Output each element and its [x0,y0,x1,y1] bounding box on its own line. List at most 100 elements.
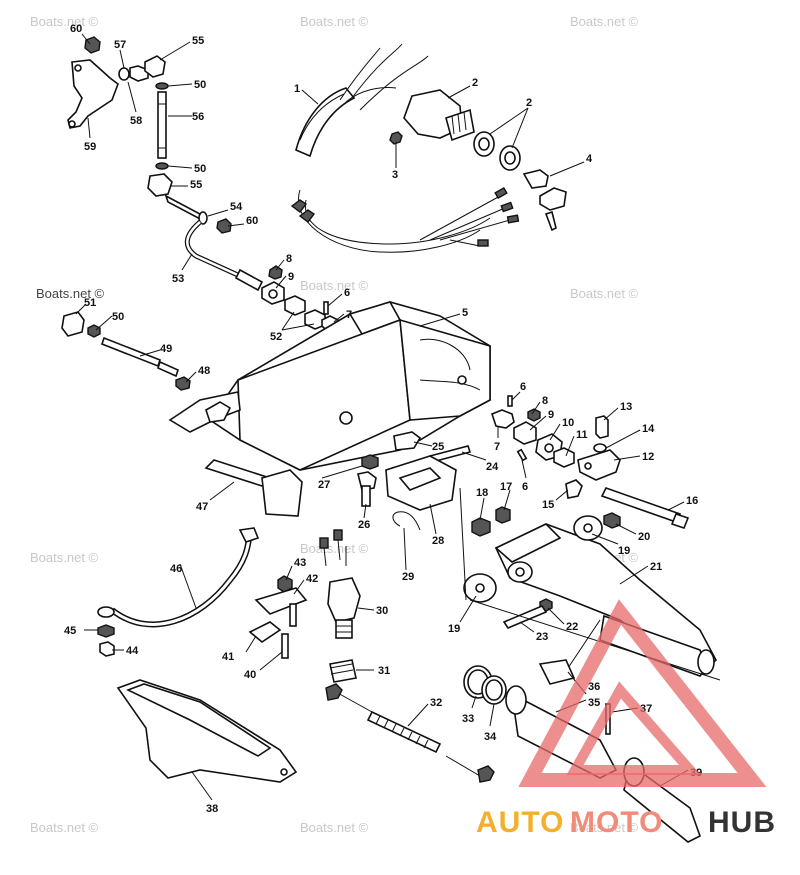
part-label-34: 34 [484,731,497,743]
cover-47 [204,459,272,487]
part-label-5: 5 [462,307,468,319]
bracket-59 [67,59,119,129]
watermark: Boats.net © [30,14,99,29]
harness-wires-top [339,43,429,111]
base-38-group [116,679,298,783]
left-lower-group [97,527,308,659]
part-label-31: 31 [378,665,390,677]
part-label-17: 17 [500,481,512,493]
automotohub-logo: AUTO MOTO HUB [476,599,776,839]
ignition-harness-group [290,43,567,253]
terminal [494,186,508,200]
part-label-60: 60 [246,215,258,227]
part-label-4: 4 [586,153,593,165]
switch-30 [327,577,361,623]
part-label-14: 14 [642,423,655,435]
part-label-35: 35 [588,697,600,709]
clip-25 [393,431,422,451]
terminal [506,214,520,224]
nut-48 [175,376,191,391]
terminal [319,537,329,549]
part-label-47: 47 [196,501,208,513]
right-linkage-group [491,395,690,529]
part-label-6: 6 [522,481,528,493]
part-label-32: 32 [430,697,442,709]
cable-32-ends [335,691,481,777]
logo-text-moto: MOTO [570,806,663,839]
rod-53 [184,220,242,279]
clip-36 [538,659,576,685]
watermark: Boats.net © [570,286,639,301]
part-label-12: 12 [642,451,654,463]
part-label-46: 46 [170,563,182,575]
throttle-bracket-group [67,36,344,333]
part-label-7: 7 [494,441,500,453]
connector [290,199,316,223]
logo-triangle-outer [518,599,767,787]
nut-43 [277,575,293,593]
part-label-10: 10 [562,417,574,429]
part-label-13: 13 [620,401,632,413]
part-label-27: 27 [318,479,330,491]
screw-57 [129,65,149,82]
washer-14 [593,443,607,453]
logo-text-hub: HUB [708,806,776,839]
housing-5-side [399,318,491,421]
part-numbers: 60 57 55 50 56 58 59 50 55 54 60 53 1 2 … [64,23,702,815]
cable-eye-46 [97,606,115,618]
washer-26 [361,454,379,470]
part-label-8: 8 [542,395,548,407]
part-label-19: 19 [618,545,630,557]
ball-joint-55-top [144,55,166,78]
cable-end-32-a [325,683,343,701]
part-label-43: 43 [294,557,306,569]
key-fob-4 [539,187,567,211]
part-label-53: 53 [172,273,184,285]
logo-triangle-inner [566,681,702,775]
screw-3 [389,131,403,145]
bushing-52-a [284,295,306,316]
nut-50-left [87,324,101,338]
part-label-15: 15 [542,499,554,511]
watermark: Boats.net © [300,278,369,293]
part-label-21: 21 [650,561,662,573]
housing-hole [457,375,467,385]
nut-20 [603,512,621,529]
nut-17 [495,506,511,524]
clip-15 [565,479,583,499]
watermark: Boats.net © [30,550,99,565]
part-label-60: 60 [70,23,82,35]
clip-29 [392,511,421,531]
part-label-38: 38 [206,803,218,815]
washer-54 [198,211,208,225]
watermark: Boats.net © [300,820,369,835]
part-label-6: 6 [344,287,350,299]
part-label-2: 2 [526,97,532,109]
left-rod-group [61,311,191,391]
boot-31 [329,659,357,683]
nut-18 [471,517,491,537]
part-label-48: 48 [198,365,210,377]
part-label-8: 8 [286,253,292,265]
part-label-58: 58 [130,115,142,127]
spring-32 [366,710,442,754]
stud-40 [281,633,289,659]
part-label-55: 55 [190,179,202,191]
watermark: Boats.net © [300,541,369,556]
knob-51 [61,311,85,337]
part-label-45: 45 [64,625,76,637]
part-label-55: 55 [192,35,204,47]
pin-6-lower [516,448,528,462]
terminal [500,201,514,213]
part-label-29: 29 [402,571,414,583]
bracket-hole [68,120,76,128]
part-label-56: 56 [192,111,204,123]
part-label-23: 23 [536,631,548,643]
part-label-42: 42 [306,573,318,585]
cable-46 [110,531,253,628]
part-label-40: 40 [244,669,256,681]
part-label-51: 51 [84,297,96,309]
rod-49-thread [157,360,179,378]
part-label-33: 33 [462,713,474,725]
part-label-36: 36 [588,681,600,693]
